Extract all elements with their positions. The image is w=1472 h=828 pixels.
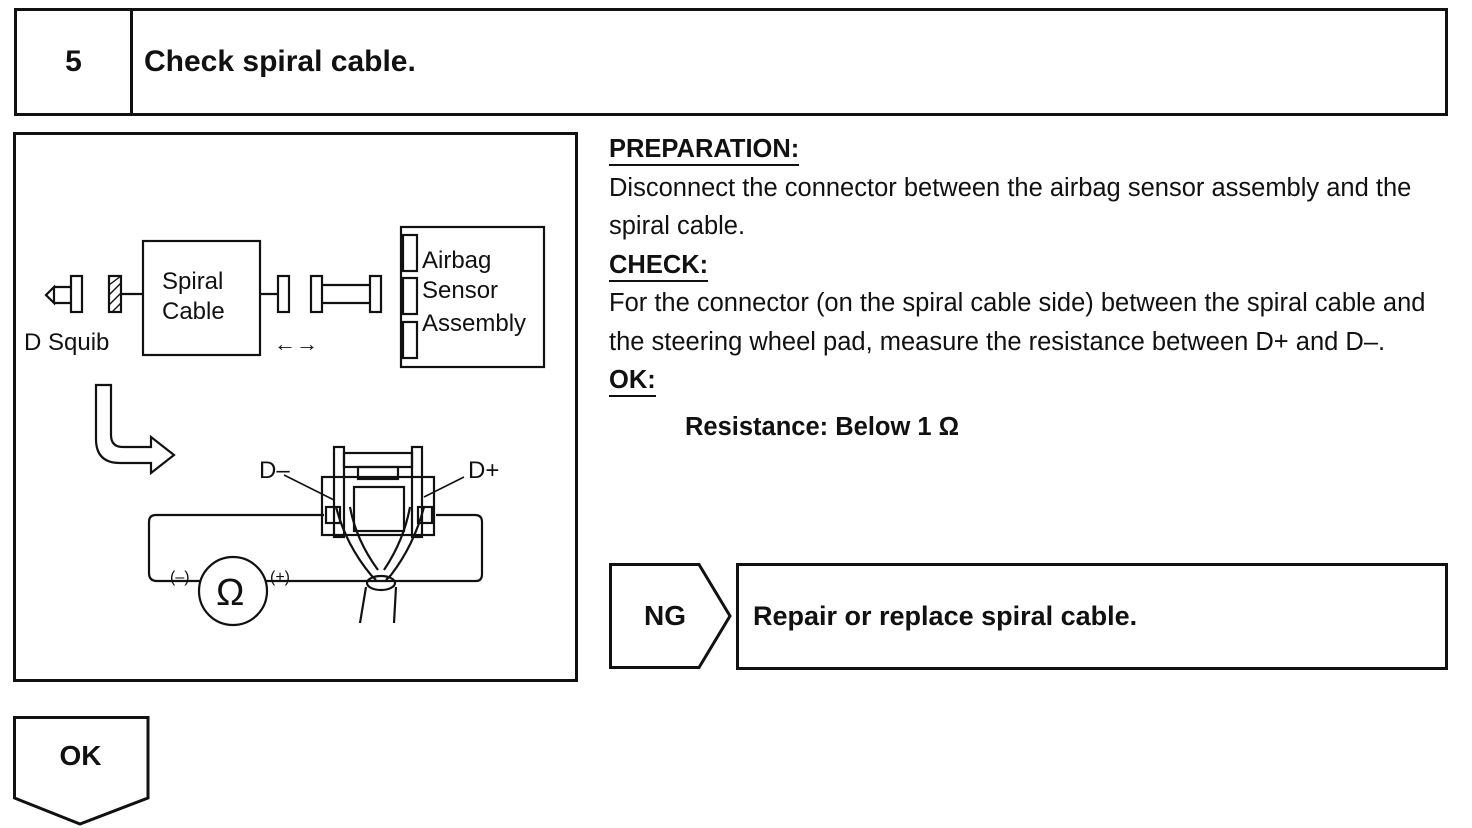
resistance-spec: Resistance: Below 1 Ω xyxy=(685,412,960,441)
ok-heading: OK: xyxy=(609,365,656,397)
label-airbag: Airbag xyxy=(422,247,491,274)
ok-tag xyxy=(13,716,150,826)
harness-connector-a-icon xyxy=(309,274,324,314)
label-ohm-symbol: Ω xyxy=(216,572,244,614)
squib-plug-icon xyxy=(69,274,84,314)
label-disconnect-arrows: ←→ xyxy=(274,331,318,356)
airbag-sensor-box xyxy=(399,225,546,369)
label-d-squib: D Squib xyxy=(24,329,109,356)
ng-tag xyxy=(609,563,732,669)
step-header: 5 Check spiral cable. xyxy=(14,8,1448,116)
ohmmeter-icon xyxy=(197,555,269,627)
label-d-minus: D– xyxy=(259,457,290,484)
label-meter-positive: (+) xyxy=(270,569,290,586)
harness-connector-b-icon xyxy=(368,274,383,314)
preparation-heading: PREPARATION: xyxy=(609,134,800,166)
ng-action: Repair or replace spiral cable. xyxy=(736,563,1448,670)
wiring-diagram: Spiral Cable Airbag Sensor Assembly D Sq… xyxy=(24,225,546,627)
label-assembly: Assembly xyxy=(422,310,526,337)
squib-connector-icon xyxy=(44,284,56,306)
instructions: PREPARATION: Disconnect the connector be… xyxy=(609,130,1454,446)
bent-arrow-icon xyxy=(94,383,176,476)
spiral-cable-box xyxy=(141,239,262,357)
label-sensor: Sensor xyxy=(422,277,498,304)
label-cable: Cable xyxy=(162,298,225,325)
label-spiral: Spiral xyxy=(162,268,223,295)
diagram-panel: Spiral Cable Airbag Sensor Assembly D Sq… xyxy=(13,132,578,682)
spiral-cable-connector-icon xyxy=(276,274,291,314)
step-title: Check spiral cable. xyxy=(144,45,416,78)
ng-label: NG xyxy=(644,600,686,631)
preparation-text: Disconnect the connector between the air… xyxy=(609,173,1412,241)
check-heading: CHECK: xyxy=(609,250,709,282)
step-number: 5 xyxy=(17,11,133,113)
ok-label: OK xyxy=(59,740,102,771)
label-meter-negative: (–) xyxy=(170,569,190,586)
check-text: For the connector (on the spiral cable s… xyxy=(609,289,1426,356)
label-d-plus: D+ xyxy=(468,457,499,484)
